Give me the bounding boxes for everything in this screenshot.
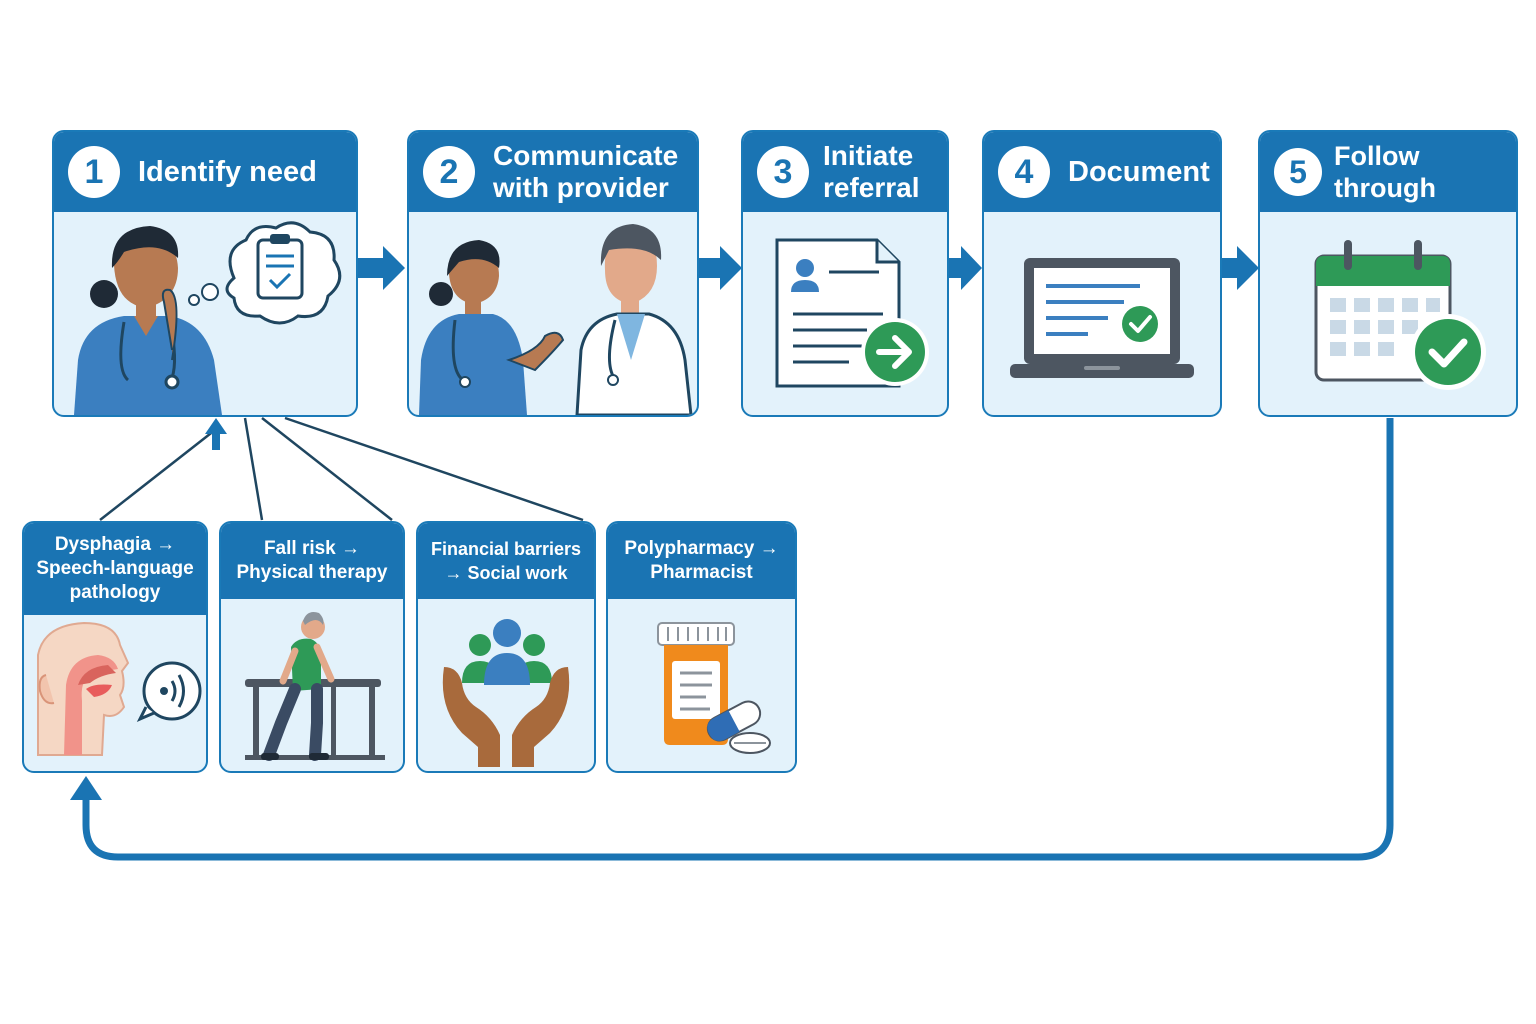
referral-header: Polypharmacy → Pharmacist: [608, 523, 795, 599]
feedback-loop-arrowhead: [70, 776, 102, 800]
step-number-badge: 3: [757, 146, 809, 198]
arrow-up-to-step1: [205, 418, 227, 450]
step-card-document: 4 Document: [982, 130, 1222, 417]
step-title: Communicate with provider: [493, 140, 679, 203]
step-header: 5 Follow through: [1260, 132, 1516, 212]
pill-bottle-icon: [657, 622, 771, 754]
referral-title: Dysphagia → Speech-language pathology: [36, 534, 194, 603]
referral-card-dysphagia: Dysphagia → Speech-language pathology: [22, 521, 208, 773]
throat-speech-icon: [37, 621, 202, 756]
arrow-step2-to-step3: [698, 246, 742, 290]
link-financial: [261, 417, 393, 521]
hands-people-icon: [442, 619, 570, 767]
step-number-badge: 1: [68, 146, 120, 198]
arrow-step3-to-step4: [949, 246, 982, 290]
link-dysphagia: [99, 429, 216, 521]
referral-card-fall-risk: Fall risk → Physical therapy: [219, 521, 405, 773]
referral-title: Fall risk → Physical therapy: [236, 538, 388, 583]
laptop-check-icon: [1010, 258, 1194, 378]
step-number-badge: 5: [1274, 148, 1322, 196]
referral-title: Financial barriers → Social work: [430, 539, 582, 583]
referral-card-financial-barriers: Financial barriers → Social work: [416, 521, 596, 773]
referral-form-icon: [775, 238, 929, 388]
referral-card-polypharmacy: Polypharmacy → Pharmacist: [606, 521, 797, 773]
nurse-thinking-icon: [74, 221, 342, 415]
step-number-badge: 2: [423, 146, 475, 198]
referral-title: Polypharmacy → Pharmacist: [624, 538, 779, 583]
step-title: Document: [1068, 156, 1210, 188]
referral-header: Fall risk → Physical therapy: [221, 523, 403, 599]
step-header: 2 Communicate with provider: [409, 132, 697, 212]
step-card-identify-need: 1 Identify need: [52, 130, 358, 417]
step-title: Identify need: [138, 156, 317, 188]
step-title: Initiate referral: [823, 140, 920, 203]
step-card-communicate: 2 Communicate with provider: [407, 130, 699, 417]
step-number-badge: 4: [998, 146, 1050, 198]
calendar-check-icon: [1314, 240, 1486, 390]
nurse-talking-doctor-icon: [419, 224, 693, 415]
feedback-loop-line: [82, 418, 1394, 861]
step-card-initiate-referral: 3 Initiate referral: [741, 130, 949, 417]
step-card-follow-through: 5 Follow through: [1258, 130, 1518, 417]
step-title: Follow through: [1334, 141, 1436, 203]
link-fall-risk: [243, 417, 264, 521]
referral-header: Dysphagia → Speech-language pathology: [24, 523, 206, 615]
step-header: 4 Document: [984, 132, 1220, 212]
arrow-step1-to-step2: [357, 246, 405, 290]
referral-header: Financial barriers → Social work: [418, 523, 594, 599]
step-header: 3 Initiate referral: [743, 132, 947, 212]
parallel-bars-walker-icon: [245, 612, 385, 761]
step-header: 1 Identify need: [54, 132, 356, 212]
arrow-step4-to-step5: [1221, 246, 1259, 290]
link-polypharmacy: [284, 416, 584, 522]
